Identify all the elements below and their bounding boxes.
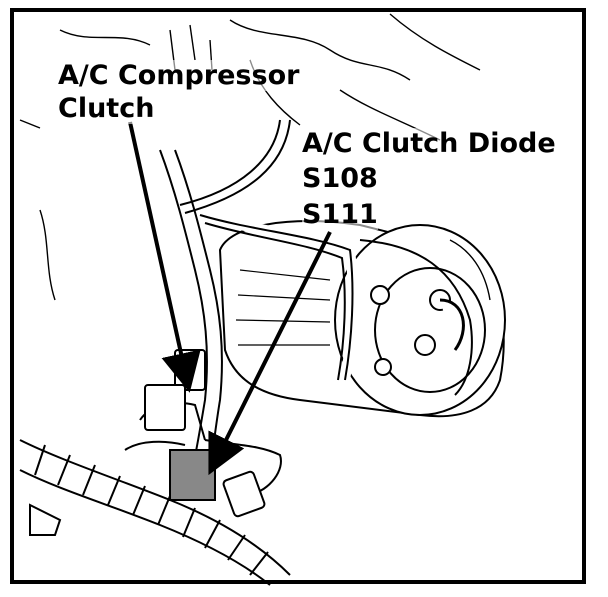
compressor-body [218,220,506,418]
stray-wire [179,119,291,214]
frame [10,8,586,584]
lower-spiral-harness [19,439,291,586]
coiled-harness [198,210,473,396]
label-clutch-diode: A/C Clutch Diode [302,128,556,159]
label-compressor-clutch-line1: A/C Compressor [58,60,300,91]
arrow-clutch-diode [208,231,332,476]
label-compressor-clutch-line2: Clutch [58,93,155,124]
label-s111: S111 [302,199,378,230]
label-s108: S108 [302,163,378,194]
arrow-compressor-clutch [128,121,201,393]
